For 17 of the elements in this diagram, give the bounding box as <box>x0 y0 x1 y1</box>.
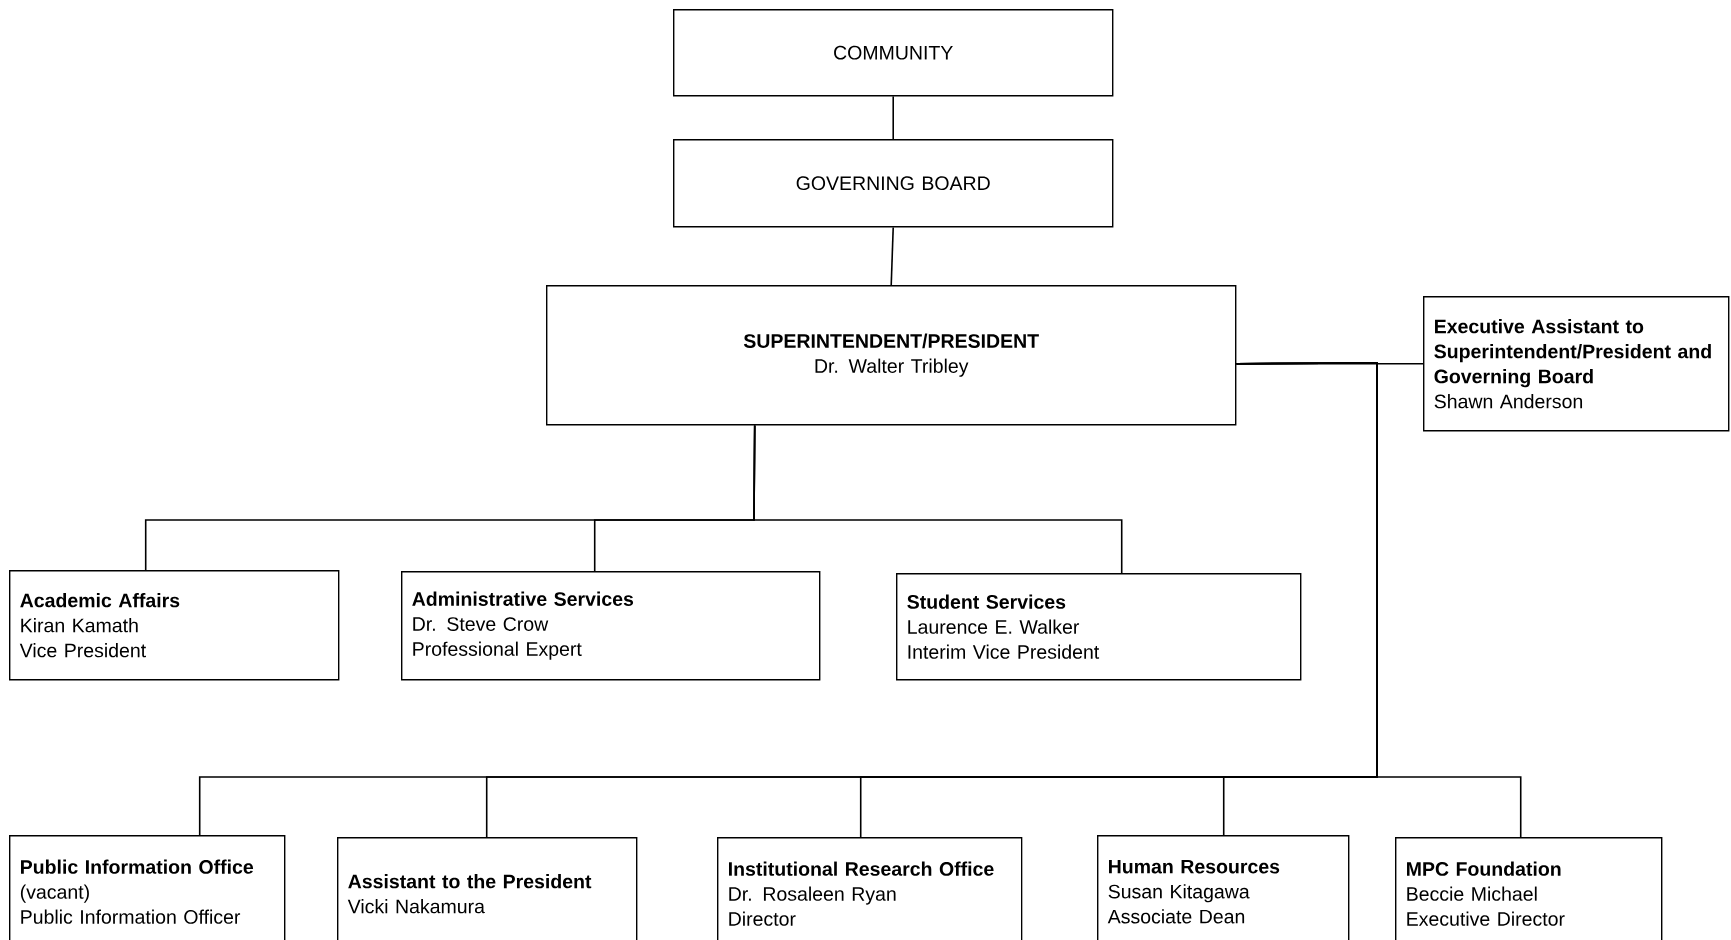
org-box: COMMUNITY <box>673 9 1114 97</box>
org-box: Institutional Research Office Dr. Rosaleen Ryan Director <box>717 837 1023 940</box>
connector-line <box>1235 362 1522 838</box>
org-box: GOVERNING BOARD <box>673 139 1114 228</box>
org-box: Public Information Office (vacant) Public Information Officer <box>9 835 286 940</box>
connector-line <box>1235 362 1424 365</box>
org-box: Human Resources Susan Kitagawa Associate Dean <box>1097 835 1350 940</box>
org-box: Executive Assistant to Superintendent/President and Governing Board Shawn Anderson <box>1423 296 1730 432</box>
connector-line <box>753 424 1123 574</box>
org-box: Assistant to the President Vicki Nakamura <box>337 837 638 940</box>
org-box: MPC Foundation Beccie Michael Executive Director <box>1395 837 1663 940</box>
connector-line <box>890 226 894 286</box>
org-box: Administrative Services Dr. Steve Crow Professional Expert <box>401 571 821 681</box>
connector-line <box>892 95 894 140</box>
org-box: SUPERINTENDENT/PRESIDENT Dr. Walter Tribley <box>546 285 1237 426</box>
org-box: Academic Affairs Kiran Kamath Vice President <box>9 570 340 681</box>
org-box: Student Services Laurence E. Walker Interim Vice President <box>896 573 1302 681</box>
